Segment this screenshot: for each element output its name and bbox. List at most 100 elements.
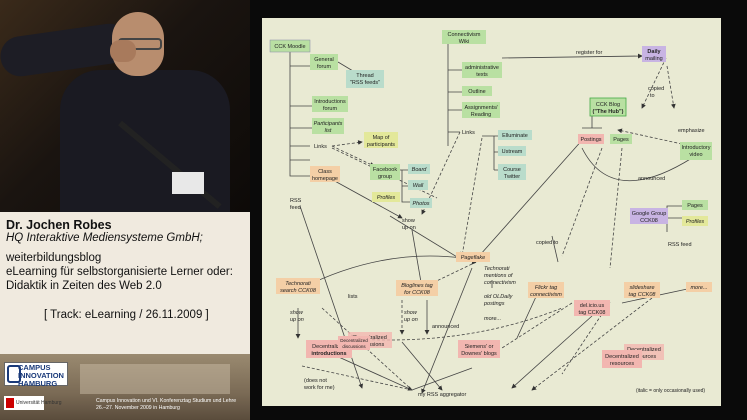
node-cck-blog bbox=[589, 97, 627, 117]
node-pageflake-label: Pageflake bbox=[461, 255, 485, 261]
node-intro-forum bbox=[312, 96, 348, 112]
node-announced-bottom: announced bbox=[432, 324, 459, 330]
node-rss-feed-l2: feed bbox=[290, 205, 301, 211]
node-class-homepage-l2: homepage bbox=[312, 176, 338, 182]
node-map-participants-l1: Map of bbox=[373, 135, 390, 141]
node-decentral-res-back-l2: resources bbox=[632, 354, 656, 360]
node-daily-mailing-l2: mailing bbox=[645, 56, 662, 62]
speaker-hand bbox=[110, 40, 136, 62]
node-participants-list-l1: Participants bbox=[314, 121, 343, 127]
node-general-forum-l2: forum bbox=[317, 64, 331, 70]
node-daily-mailing bbox=[642, 46, 666, 62]
node-show-up-left-l1: show bbox=[290, 310, 304, 316]
node-participants-list-l2: list bbox=[325, 128, 332, 134]
logo-mark-icon bbox=[7, 365, 21, 383]
node-photos bbox=[410, 198, 432, 208]
node-outline-label: Outline bbox=[468, 89, 485, 95]
node-postings bbox=[578, 134, 604, 144]
diagram-italic-note: (italic = only occasionally used) bbox=[636, 388, 705, 394]
node-decentral-disc-front-l2: discussions bbox=[342, 344, 366, 349]
node-decentral-resources-l2: resources bbox=[610, 361, 634, 367]
speaker-name: Dr. Jochen Robes bbox=[6, 218, 112, 232]
node-wall bbox=[408, 180, 428, 190]
node-decentral-disc-front-l1: Decentralized bbox=[340, 338, 368, 343]
node-links-wiki: Links bbox=[462, 130, 475, 136]
conference-banner: CAMPUS INNOVATION HAMBURG Universität Ha… bbox=[0, 354, 250, 420]
node-decentral-res-back-l1: Decentralized bbox=[627, 347, 661, 353]
banner-line-2: 26.–27. November 2009 in Hamburg bbox=[96, 405, 180, 411]
node-board-label: Board bbox=[412, 167, 428, 173]
node-flickr-tag-l2: connectivism bbox=[530, 292, 562, 298]
node-profiles-gg-label: Profiles bbox=[686, 219, 705, 225]
node-slideshare-l1: slideshare bbox=[629, 285, 654, 291]
node-postings-label: Postings bbox=[580, 137, 601, 143]
node-old-daily-l1: old OLDaily bbox=[484, 294, 514, 300]
node-decentral-disc-back-l2: discussions bbox=[356, 342, 385, 348]
node-bloglines-l1: Bloglines tag bbox=[401, 283, 433, 289]
node-cck-blog-l1: CCK Blog bbox=[596, 102, 620, 108]
node-does-not-work-l2: work for me) bbox=[303, 385, 335, 391]
slide-diagram: CCK Moodle General forum Thread "RSS fee… bbox=[262, 18, 721, 406]
node-class-homepage bbox=[310, 166, 340, 182]
node-wall-label: Wall bbox=[413, 183, 424, 189]
node-my-rss: my RSS aggregator bbox=[418, 392, 466, 398]
node-general-forum bbox=[310, 54, 338, 70]
node-participants-list bbox=[312, 118, 344, 134]
node-show-up-center-l2: up on bbox=[402, 225, 416, 231]
node-intro-forum-l2: forum bbox=[323, 106, 337, 112]
university-logo-mark-icon bbox=[6, 398, 14, 408]
node-elluminate-label: Elluminate bbox=[502, 133, 528, 139]
node-thread-rss-l1: Thread bbox=[356, 73, 373, 79]
node-technorati-mentions-l3: connectivism bbox=[484, 280, 516, 286]
blog-label: weiterbildungsblog bbox=[6, 252, 102, 264]
node-pages-gg bbox=[682, 200, 708, 210]
node-map-participants-l2: participants bbox=[367, 142, 395, 148]
node-slideshare bbox=[624, 282, 660, 298]
node-ustream bbox=[498, 146, 526, 156]
node-announced-right: announced bbox=[638, 176, 665, 182]
node-map-participants bbox=[364, 132, 398, 148]
node-board bbox=[408, 164, 430, 174]
node-copied-to-mid: copied to bbox=[536, 240, 558, 246]
node-general-forum-l1: General bbox=[314, 57, 334, 63]
speaker-organization: HQ Interaktive Mediensysteme GmbH; bbox=[6, 232, 203, 244]
node-connectivism-wiki-l1: Connectivism bbox=[447, 32, 480, 38]
node-profiles-fb bbox=[372, 192, 400, 202]
node-delicious-l1: del.icio.us bbox=[580, 303, 605, 309]
node-assignments-l1: Assignments/ bbox=[464, 105, 497, 111]
logo-line-3: HAMBURG bbox=[18, 379, 58, 388]
node-google-group bbox=[630, 208, 668, 224]
node-admin-texts-l2: texts bbox=[476, 72, 488, 78]
node-course-twitter bbox=[498, 164, 526, 180]
node-bloglines bbox=[396, 280, 438, 296]
node-rss-feed-l1: RSS bbox=[290, 198, 302, 204]
node-decentral-disc-front bbox=[338, 336, 370, 350]
node-admin-texts-l1: administrative bbox=[465, 65, 499, 71]
node-intro-forum-l1: Introductions bbox=[314, 99, 346, 105]
node-thread-rss bbox=[346, 70, 384, 88]
node-emphasize: emphasize bbox=[678, 128, 705, 134]
node-technorati-search bbox=[276, 278, 320, 294]
track-label: [ Track: eLearning / 26.11.2009 ] bbox=[44, 309, 209, 321]
node-profiles-fb-label: Profiles bbox=[377, 195, 396, 201]
node-elluminate bbox=[498, 130, 532, 140]
node-intro-video-l1: Introductory bbox=[681, 145, 710, 151]
logo-line-2: INNOVATION bbox=[18, 371, 64, 380]
diagram-connections bbox=[289, 42, 693, 394]
talk-title-line-2: Didaktik in Zeiten des Web 2.0 bbox=[6, 280, 162, 292]
node-flickr-tag-l1: Flickr tag bbox=[535, 285, 558, 291]
speaker-video bbox=[0, 0, 250, 212]
node-facebook-group-l2: group bbox=[378, 174, 392, 180]
node-course-twitter-l1: Course bbox=[503, 167, 521, 173]
node-show-up-center-l1: show bbox=[402, 218, 415, 224]
node-register-for: register for bbox=[576, 50, 602, 56]
node-intro-video-l2: video bbox=[689, 152, 702, 158]
node-connectivism-wiki-l2: Wiki bbox=[459, 39, 469, 45]
node-old-daily-l2: postings bbox=[483, 301, 505, 307]
node-siemens-downes bbox=[458, 340, 500, 358]
university-logo bbox=[4, 396, 44, 410]
node-ustream-label: Ustream bbox=[502, 149, 523, 155]
node-facebook-group-l1: Facebook bbox=[373, 167, 397, 173]
node-technorati-mentions-l2: mentions of bbox=[484, 273, 513, 279]
diagram-nodes: CCK Moodle General forum Thread "RSS fee… bbox=[269, 30, 712, 398]
